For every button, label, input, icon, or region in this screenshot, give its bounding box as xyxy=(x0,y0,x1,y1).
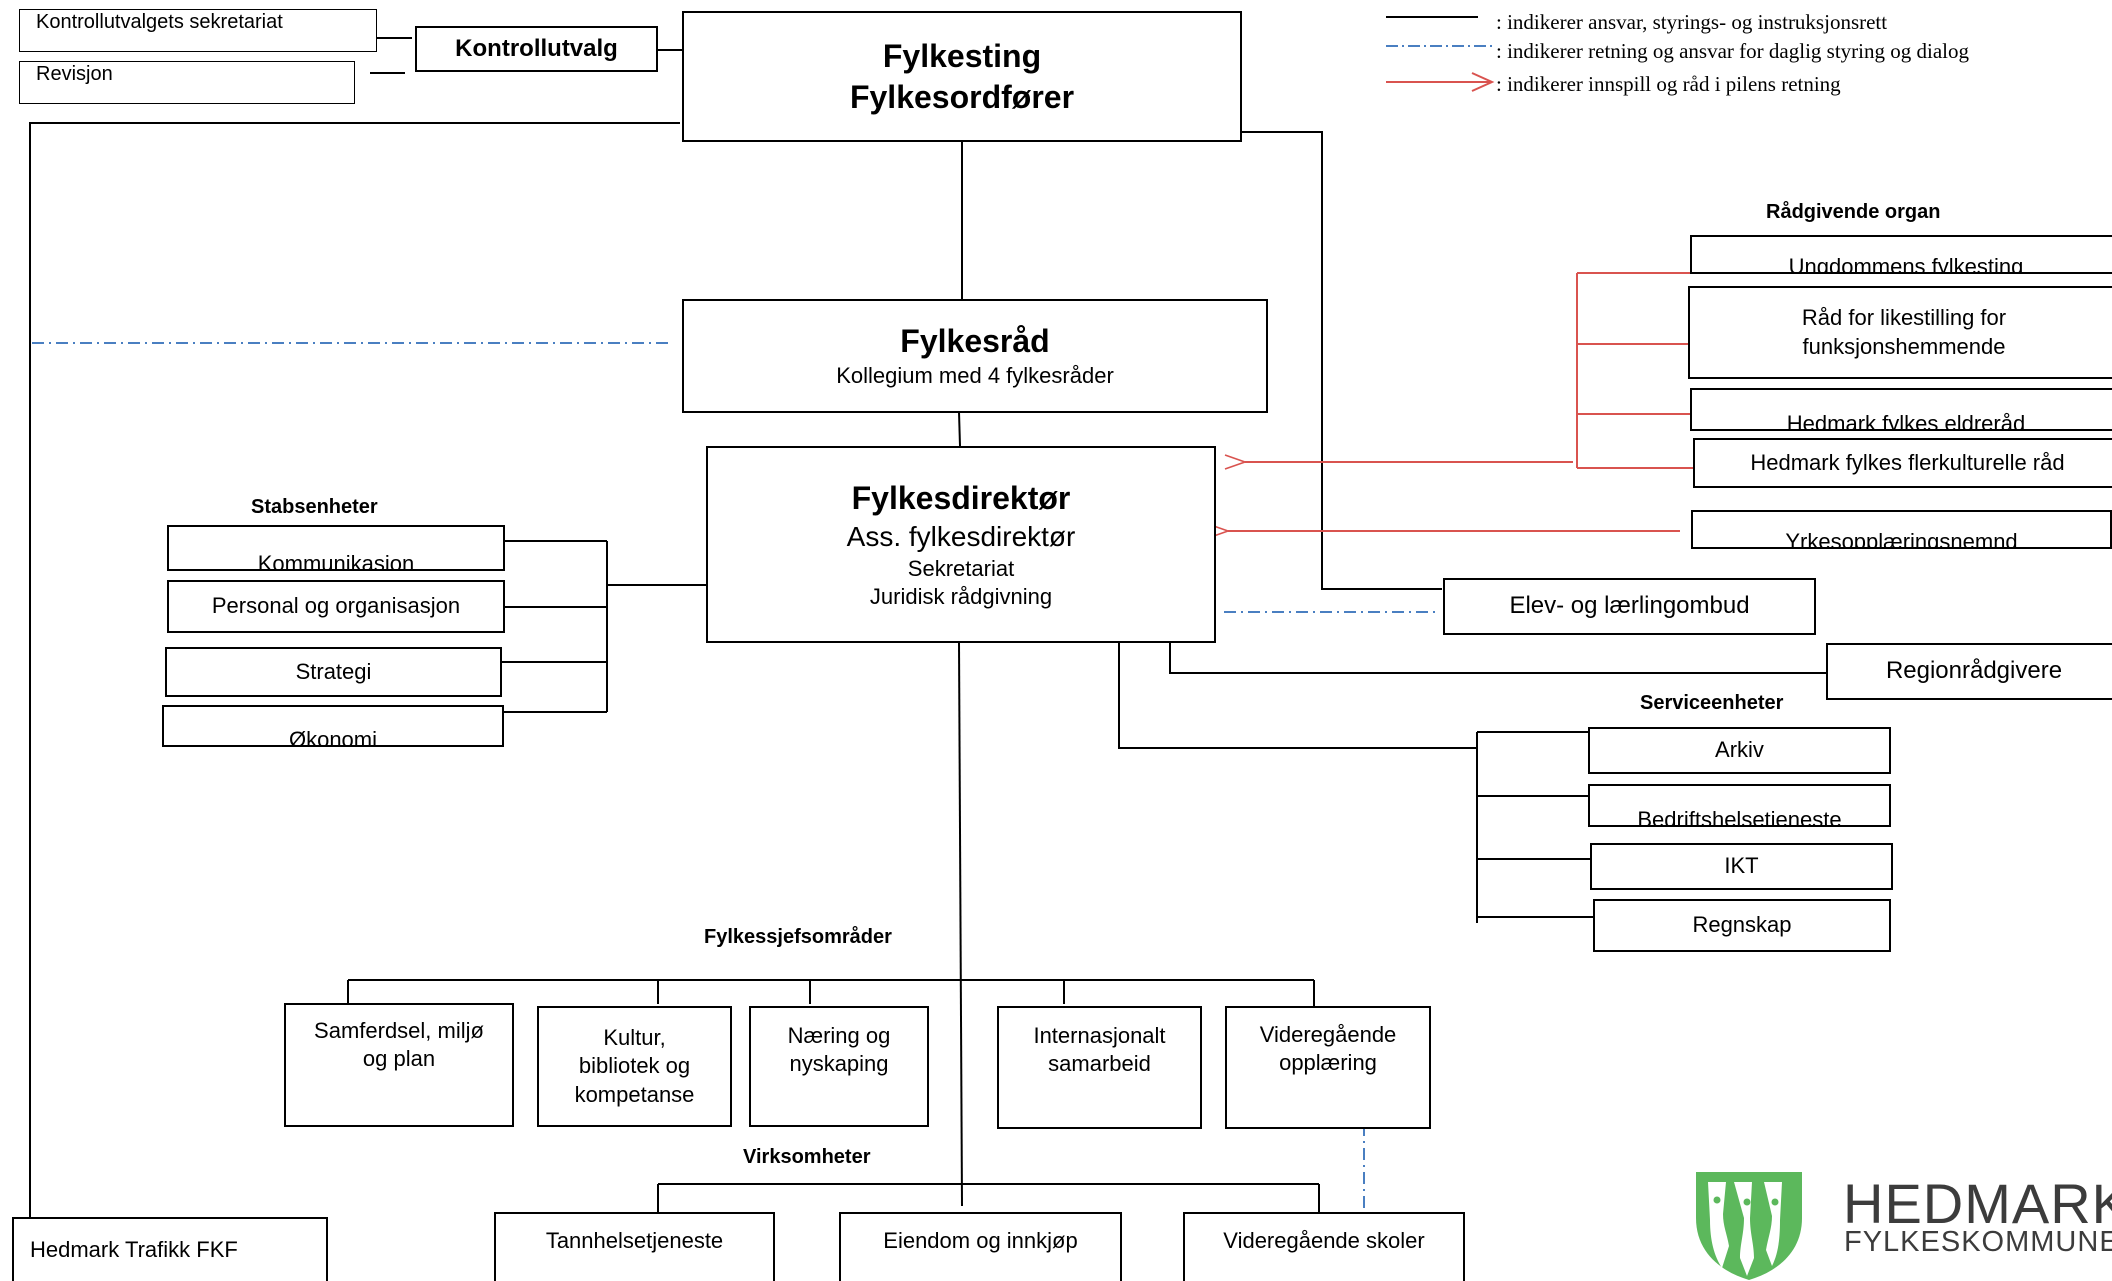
fylkessjef-label: opplæring xyxy=(1279,1050,1377,1076)
legend-arrow-text: : indikerer innspill og råd i pilens ret… xyxy=(1496,72,1841,96)
revisjon-label: Revisjon xyxy=(36,63,113,85)
fylkesrad-title: Fylkesråd xyxy=(900,323,1050,360)
fylkesting-box: Fylkesting Fylkesordfører xyxy=(682,11,1242,142)
stab-item-label: Personal og organisasjon xyxy=(211,593,461,619)
hedmark-trafikk-label: Hedmark Trafikk FKF xyxy=(30,1236,238,1262)
elevombud-label: Elev- og lærlingombud xyxy=(1509,592,1750,620)
ass-fylkesdirektor: Ass. fylkesdirektør xyxy=(846,520,1076,552)
fylkesting-title: Fylkesting xyxy=(882,37,1042,74)
service-item-label: Bedriftshelsetjeneste xyxy=(1637,806,1842,827)
virksomheter-heading: Virksomheter xyxy=(743,1146,871,1168)
fylkessjef-label: Videregående xyxy=(1259,1022,1397,1047)
virksomhet-label: Videregående skoler xyxy=(1223,1228,1425,1253)
fylkesrad-box: Fylkesråd Kollegium med 4 fylkesråder xyxy=(682,299,1268,413)
fylkessjef-samferdsel: Samferdsel, miljø og plan xyxy=(284,1003,514,1127)
fylkessjef-label: Samferdsel, miljø xyxy=(314,1018,484,1043)
fylkessjef-heading: Fylkessjefsområder xyxy=(704,926,892,948)
service-item-label: Regnskap xyxy=(1692,912,1792,938)
fylkessjef-label: samarbeid xyxy=(1048,1051,1151,1077)
revisjon-box: Revisjon xyxy=(19,61,355,104)
juridisk-label: Juridisk rådgivning xyxy=(869,583,1053,609)
fylkesordforer-title: Fylkesordfører xyxy=(849,78,1075,115)
service-heading: Serviceenheter xyxy=(1640,692,1784,714)
regionradgivere-label: Regionrådgivere xyxy=(1885,657,2063,685)
kontrollutvalg-label: Kontrollutvalg xyxy=(455,34,618,62)
radgivende-heading: Rådgivende organ xyxy=(1766,201,1941,223)
hedmark-trafikk-box: Hedmark Trafikk FKF xyxy=(12,1217,328,1281)
sekretariat-label: Sekretariat xyxy=(907,555,1015,581)
fylkesrad-to-direktor xyxy=(958,411,961,447)
stab-heading: Stabsenheter xyxy=(251,496,378,518)
yrkesopplaringsnemnd-label: Yrkesopplæringsnemnd xyxy=(1785,528,2018,549)
radgivende-item-likestilling: Råd for likestilling for funksjonshemmen… xyxy=(1688,286,2112,379)
stab-item-strategi: Strategi xyxy=(165,647,502,697)
fylkessjef-label: bibliotek og xyxy=(578,1053,691,1079)
regionradgivere-box: Regionrådgivere xyxy=(1826,643,2112,700)
direktor-to-region xyxy=(1169,643,1826,674)
fylkessjef-label: Næring og xyxy=(787,1023,891,1048)
virksomhet-vgs: Videregående skoler xyxy=(1183,1212,1465,1281)
service-item-regnskap: Regnskap xyxy=(1593,899,1891,952)
virksomhet-eiendom: Eiendom og innkjøp xyxy=(839,1212,1122,1281)
radgivende-item-flerkulturelle: Hedmark fylkes flerkulturelle råd xyxy=(1693,438,2112,488)
direktor-to-virksomheter xyxy=(958,642,963,1207)
service-item-label: IKT xyxy=(1724,853,1759,879)
legend-solid-text: : indikerer ansvar, styrings- og instruk… xyxy=(1496,10,1888,34)
yrkesopplaringsnemnd-box: Yrkesopplæringsnemnd xyxy=(1691,510,2112,549)
fylkessjef-label: Kultur, xyxy=(603,1025,666,1051)
stab-item-okonomi: Økonomi xyxy=(162,705,504,747)
service-item-arkiv: Arkiv xyxy=(1588,727,1891,774)
virksomhet-tannhelse: Tannhelsetjeneste xyxy=(494,1212,775,1281)
kontrollutvalg-box: Kontrollutvalg xyxy=(415,26,658,72)
legend-arrow-head xyxy=(1471,72,1495,92)
fylkesdirektor-title: Fylkesdirektør xyxy=(851,479,1071,516)
fylkessjef-label: kompetanse xyxy=(574,1081,695,1107)
service-item-label: Arkiv xyxy=(1715,737,1764,763)
radgivende-item-label-1: Råd for likestilling for xyxy=(1801,305,2007,331)
fylkessjef-label: Internasjonalt xyxy=(1033,1023,1166,1048)
legend-dashdot-text: : indikerer retning og ansvar for daglig… xyxy=(1496,39,1969,63)
service-item-bedriftshelse: Bedriftshelsetjeneste xyxy=(1588,784,1891,827)
fylkessjef-naering: Næring og nyskaping xyxy=(749,1006,929,1127)
radgivende-item-label: Hedmark fylkes eldreråd xyxy=(1786,410,2026,431)
stab-item-label: Økonomi xyxy=(288,726,378,747)
fylkessjef-label: nyskaping xyxy=(789,1051,889,1077)
logo-name: HEDMARK xyxy=(1843,1172,2112,1235)
fylkessjef-kultur: Kultur, bibliotek og kompetanse xyxy=(537,1006,732,1127)
radgivende-item-label: Hedmark fylkes flerkulturelle råd xyxy=(1750,449,2065,475)
stab-item-label: Strategi xyxy=(295,658,372,684)
elevombud-box: Elev- og lærlingombud xyxy=(1443,578,1816,635)
radgivende-item-eldrerad: Hedmark fylkes eldreråd xyxy=(1690,388,2112,431)
fylkesting-to-elevombud xyxy=(1242,131,1442,590)
hedmark-logo-icon xyxy=(1696,1172,1802,1280)
kontroll-sekretariat-box: Kontrollutvalgets sekretariat xyxy=(19,9,377,52)
radgivende-item-ungdommens: Ungdommens fylkesting xyxy=(1690,235,2112,274)
fylkesdirektor-box: Fylkesdirektør Ass. fylkesdirektør Sekre… xyxy=(706,446,1216,643)
fylkessjef-label: og plan xyxy=(362,1046,436,1072)
fylkessjef-internasjonalt: Internasjonalt samarbeid xyxy=(997,1006,1202,1129)
kontroll-sekretariat-label: Kontrollutvalgets sekretariat xyxy=(36,11,283,33)
stab-item-label: Kommunikasjon xyxy=(257,550,415,571)
virksomhet-label: Tannhelsetjeneste xyxy=(545,1228,724,1253)
fylkessjef-videregaende: Videregående opplæring xyxy=(1225,1006,1431,1129)
stab-item-kommunikasjon: Kommunikasjon xyxy=(167,525,505,571)
virksomhet-label: Eiendom og innkjøp xyxy=(883,1228,1078,1253)
radgivende-item-label: Ungdommens fylkesting xyxy=(1788,253,2024,274)
fylkesrad-subtitle: Kollegium med 4 fylkesråder xyxy=(836,363,1114,389)
radgivende-item-label-2: funksjonshemmende xyxy=(1802,333,2006,359)
direktor-to-service xyxy=(1118,643,1477,749)
logo-sub: FYLKESKOMMUNE xyxy=(1844,1226,2112,1258)
trafikk-connector xyxy=(29,122,680,1220)
service-item-ikt: IKT xyxy=(1590,843,1893,890)
stab-item-personal: Personal og organisasjon xyxy=(167,580,505,633)
